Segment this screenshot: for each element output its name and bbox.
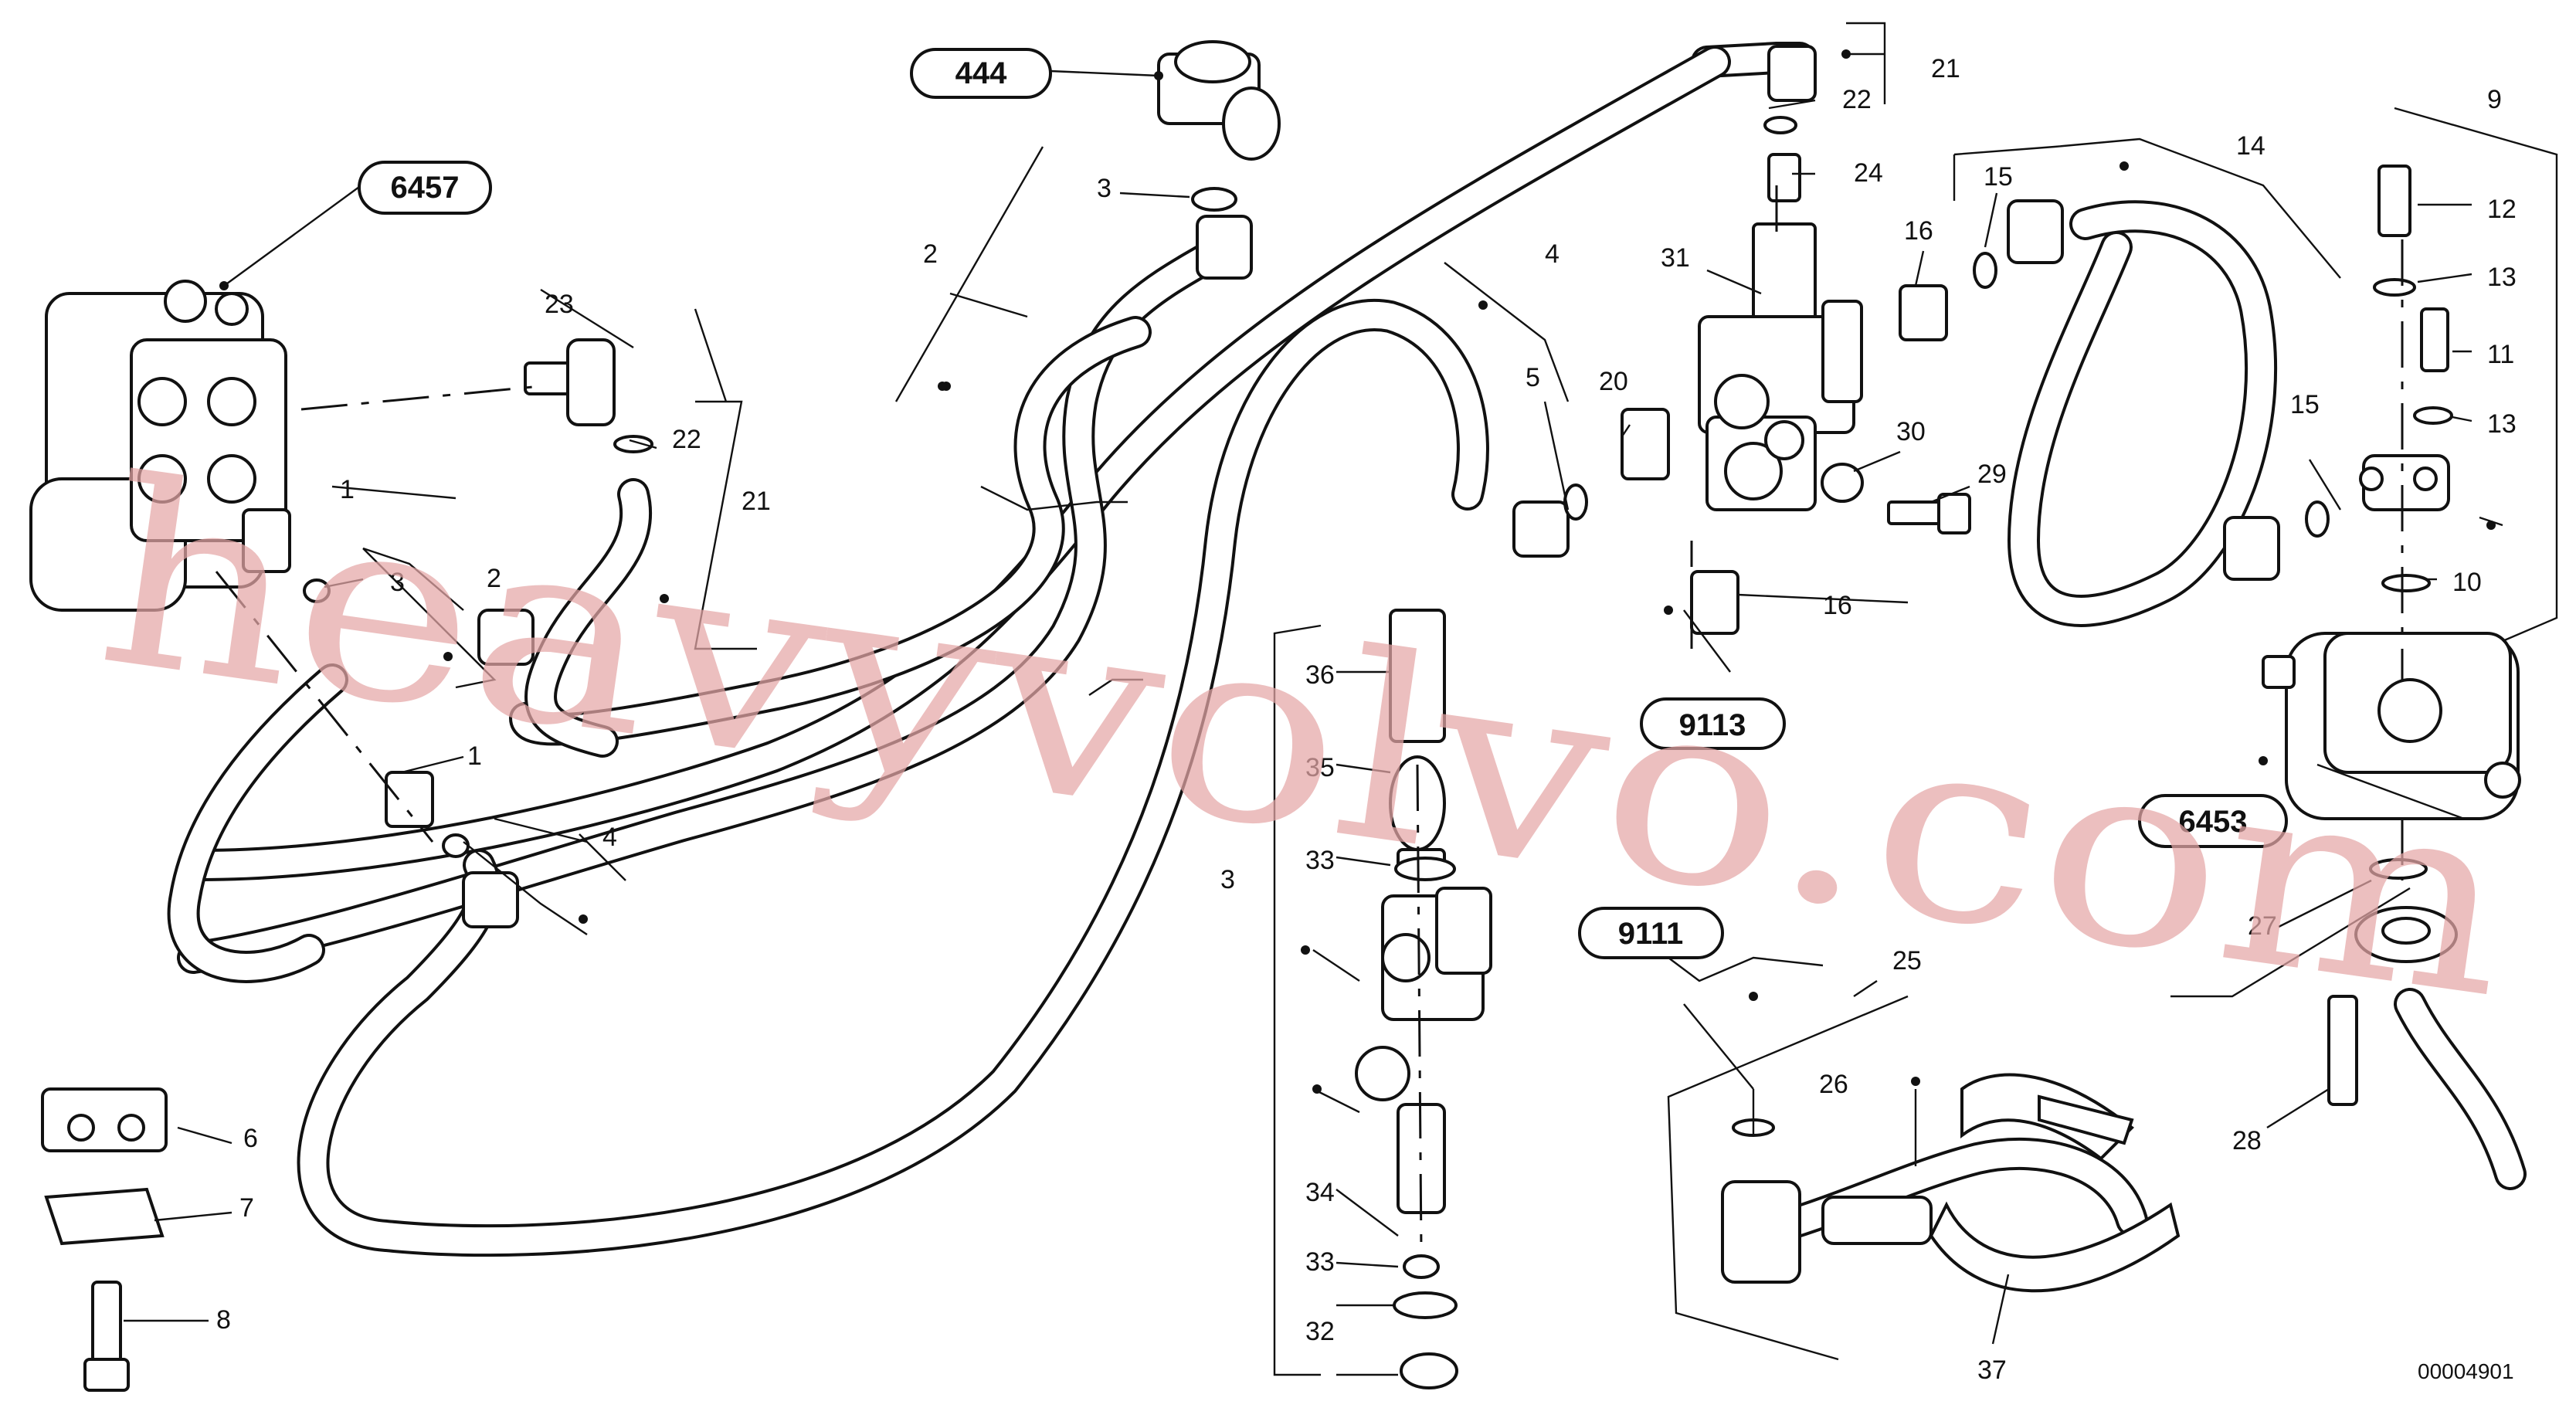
item-number: 15 [2290,390,2320,419]
item-number: 12 [2487,195,2517,224]
item-number: 26 [1819,1070,1848,1099]
item-number: 21 [1931,54,1960,83]
item-number: 16 [1823,591,1852,620]
ref-callout-6457: 6457 [358,161,492,215]
item-number: 14 [2236,131,2265,161]
item-number: 13 [2487,409,2517,439]
hose-4-big-loop [297,299,1489,1257]
hose-21-small [524,478,653,758]
steering-unit-6457 [29,280,287,612]
item-number: 5 [1526,363,1540,392]
item-number: 28 [2232,1126,2262,1155]
ref-callout-444: 444 [910,48,1052,99]
ref-label-6453: 6453 [2179,805,2248,839]
item-number: 7 [239,1193,254,1223]
item-number: 31 [1661,243,1690,273]
drawing-number: 00004901 [2418,1359,2514,1383]
item-number: 1 [467,741,482,771]
ref-label-6457: 6457 [391,171,460,205]
item-number: 3 [390,568,405,597]
item-number: 2 [923,239,938,269]
item-number: 25 [1892,946,1922,975]
ref-callout-9111: 9111 [1578,907,1724,959]
item-number: 20 [1599,367,1628,396]
leader-dots [219,49,2496,1094]
item-number: 4 [1545,239,1560,269]
item-number: 11 [2487,340,2514,369]
gear-pump-6453 [2262,632,2521,820]
ref-callout-6453: 6453 [2138,794,2288,848]
item-number: 1 [340,475,355,504]
hose-clamp-37 [1929,1073,2181,1293]
fittings [242,45,2358,1284]
item-number: 22 [1842,85,1872,114]
ref-label-9113: 9113 [1679,708,1746,742]
tee-fitting-444 [1157,40,1281,161]
item-numbers: 3 2 21 22 24 31 4 5 20 30 29 16 16 15 14… [216,54,2517,1385]
item-number: 2 [487,564,501,593]
item-number: 16 [1904,216,1933,246]
item-number: 33 [1305,846,1335,875]
item-number: 36 [1305,660,1335,690]
leader-lines [124,22,2558,1376]
ref-label-444: 444 [955,56,1007,90]
item-number: 30 [1896,417,1926,446]
item-number: 34 [1305,1178,1335,1207]
ref-label-9111: 9111 [1618,917,1684,951]
valve-block-31 [1698,222,1863,511]
item-number: 37 [1977,1355,2007,1385]
item-number: 9 [2487,85,2502,114]
item-number: 27 [2248,911,2277,941]
hose-left-loop [167,663,348,983]
item-number: 8 [216,1305,231,1335]
item-number: 13 [2487,263,2517,292]
item-number: 21 [742,487,771,516]
hose-14 [2007,200,2277,627]
item-number: 10 [2452,568,2482,597]
item-number: 23 [545,290,574,319]
item-number: 3 [1220,865,1235,894]
item-number: 35 [1305,753,1335,782]
center-lines [215,185,2404,1252]
item-number: 24 [1854,158,1883,188]
item-number: 6 [243,1124,258,1153]
clamp-assembly-6-8 [41,1087,168,1392]
item-number: 4 [602,823,617,852]
item-number: 3 [1097,174,1112,203]
ref-callout-9113: 9113 [1640,697,1786,750]
item-number: 15 [1984,162,2013,192]
flange-10-assembly [2359,165,2453,592]
item-number: 22 [672,425,701,454]
item-number: 33 [1305,1247,1335,1277]
item-number: 32 [1305,1317,1335,1346]
flange-27 [2354,858,2458,963]
item-number: 29 [1977,460,2007,489]
